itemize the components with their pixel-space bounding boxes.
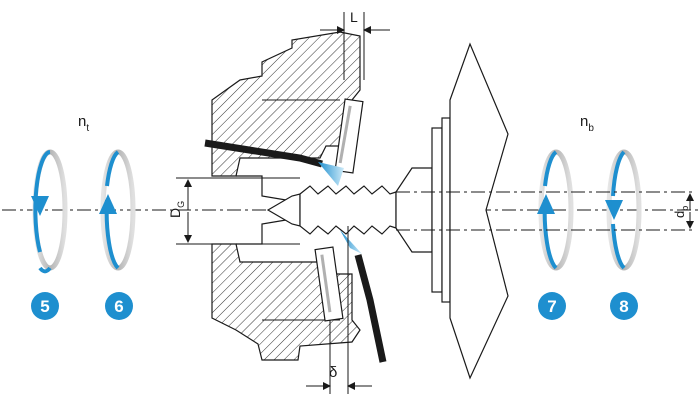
down-arrow-icon: [605, 200, 623, 220]
svg-text:L: L: [350, 9, 358, 25]
down-arrow-icon: [31, 196, 49, 216]
screw-head: [395, 42, 509, 380]
rotation-ring-7: [537, 149, 574, 271]
svg-text:8: 8: [619, 297, 628, 316]
dimension-DG: DG: [167, 177, 300, 245]
dimension-delta: δ: [306, 226, 372, 394]
coolant-jet-top: [318, 162, 344, 186]
rotation-ring-6: [99, 149, 136, 271]
badge-5: 5: [31, 292, 59, 320]
dimension-L: L: [320, 9, 390, 80]
coolant-jet-bottom: [340, 230, 362, 254]
rotation-ring-5: [31, 149, 68, 274]
badge-7: 7: [538, 292, 566, 320]
label-nb: nb: [580, 113, 594, 134]
svg-text:7: 7: [547, 297, 556, 316]
svg-text:db: db: [672, 206, 690, 218]
svg-text:DG: DG: [167, 201, 186, 218]
coolant-nozzle-top: [204, 139, 323, 168]
svg-text:δ: δ: [329, 364, 337, 381]
up-arrow-icon: [537, 194, 555, 214]
screw-workpiece: [266, 185, 397, 235]
badge-6: 6: [105, 292, 133, 320]
up-arrow-icon: [99, 194, 117, 214]
badge-8: 8: [610, 292, 638, 320]
rotation-ring-8: [605, 149, 642, 271]
coolant-nozzle-bottom: [354, 254, 387, 363]
svg-text:6: 6: [114, 297, 123, 316]
svg-text:5: 5: [40, 297, 49, 316]
dimension-db: db: [396, 191, 696, 231]
label-nt: nt: [78, 113, 89, 134]
